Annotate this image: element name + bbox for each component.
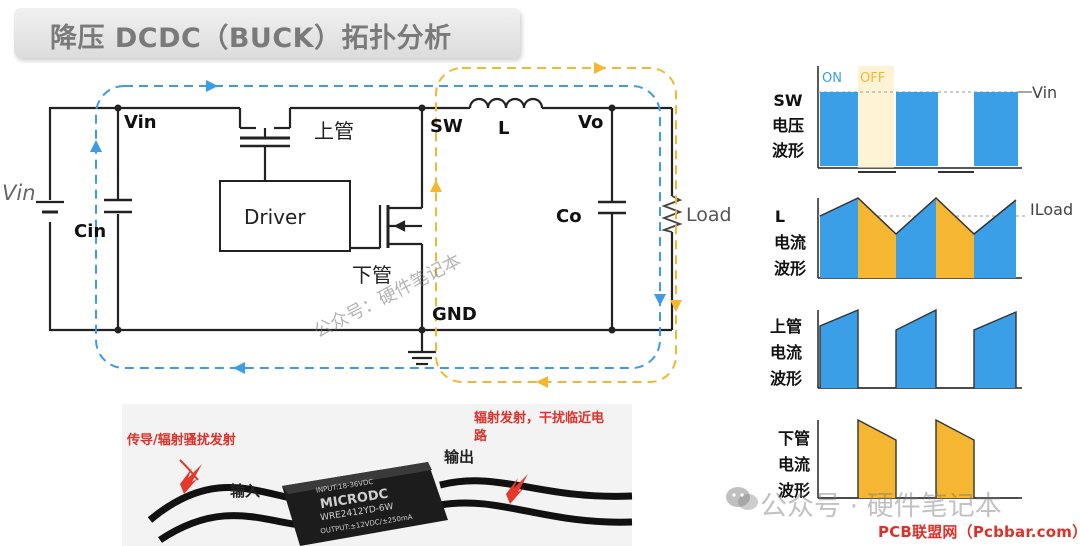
input-label: 输入 <box>230 482 260 500</box>
inductor-label: L <box>498 118 509 139</box>
voltage-source-symbol <box>36 200 64 214</box>
low-side-mosfet-symbol <box>378 204 424 248</box>
ls-wave-label-line3: 波形 <box>778 481 810 500</box>
on-loop-arrows <box>90 80 666 374</box>
circuit-wires <box>48 106 674 352</box>
footer-site-label: PCB联盟网（Pcbbar.com） <box>878 523 1080 541</box>
hs-wave-label-line2: 电流 <box>770 343 802 362</box>
sw-on-label: ON <box>822 71 842 86</box>
ls-wave-label-line1: 下管 <box>778 429 810 448</box>
ground-symbol <box>408 350 436 366</box>
off-current-loop <box>435 67 677 383</box>
low-side-fet-label: 下管 <box>352 263 392 287</box>
low-side-current-waveform <box>817 418 1022 499</box>
page-title: 降压 DCDC（BUCK）拓扑分析 <box>50 23 452 54</box>
co-capacitor-symbol <box>598 200 626 215</box>
ls-wave-label-line2: 电流 <box>778 455 810 474</box>
high-side-mosfet-symbol <box>238 108 292 180</box>
emi-right-label-line2: 路 <box>474 428 488 444</box>
high-side-current-waveform <box>817 308 1022 389</box>
co-label: Co <box>556 206 582 227</box>
sw-wave-label-line2: 电压 <box>772 116 804 135</box>
sw-off-label: OFF <box>860 71 885 86</box>
gnd-label: GND <box>432 304 477 325</box>
sw-wave-label-line3: 波形 <box>772 141 804 160</box>
driver-box <box>219 180 351 252</box>
emi-left-label: 传导/辐射骚扰发射 <box>126 432 236 448</box>
on-current-loop <box>95 85 661 369</box>
title-banner: 降压 DCDC（BUCK）拓扑分析 <box>14 8 520 58</box>
sw-wave-label-line1: SW <box>773 91 803 110</box>
hs-wave-label-line1: 上管 <box>770 317 802 336</box>
load-label: Load <box>686 204 732 226</box>
source-label: Vin <box>2 181 36 205</box>
vo-node-label: Vo <box>578 112 603 133</box>
cin-capacitor-symbol <box>104 198 132 214</box>
sw-vin-label: Vin <box>1032 83 1057 102</box>
il-load-label: ILoad <box>1030 200 1073 219</box>
sw-node-label: SW <box>430 116 463 137</box>
il-wave-label-line2: 电流 <box>774 233 806 252</box>
sw-voltage-waveform <box>817 66 1032 173</box>
driver-label: Driver <box>244 205 306 229</box>
il-wave-label-line3: 波形 <box>774 259 806 278</box>
load-resistor-symbol <box>660 195 683 233</box>
output-label: 输出 <box>444 448 474 466</box>
node-dots <box>114 104 616 334</box>
wechat-logo-icon <box>726 487 758 510</box>
inductor-symbol <box>468 97 544 110</box>
hs-wave-label-line3: 波形 <box>770 369 802 388</box>
vin-node-label: Vin <box>124 112 157 133</box>
emi-right-label-line1: 辐射发射，干扰临近电 <box>474 410 604 426</box>
cin-label: Cin <box>74 221 106 242</box>
high-side-fet-label: 上管 <box>314 119 354 143</box>
bottom-watermark: 公众号 · 硬件笔记本 <box>760 491 1002 522</box>
off-loop-arrows <box>430 62 682 388</box>
il-wave-label-line1: L <box>775 207 785 226</box>
inductor-current-waveform <box>817 196 1028 279</box>
module-photo <box>122 404 633 546</box>
